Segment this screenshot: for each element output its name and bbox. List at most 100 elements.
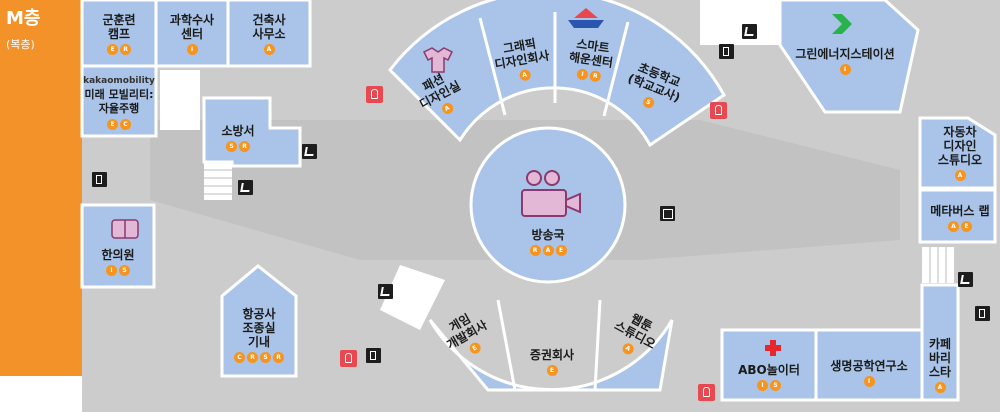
badge: A bbox=[542, 245, 554, 256]
badges: E bbox=[546, 365, 558, 376]
room-shape-cafe bbox=[920, 283, 960, 402]
badge: S bbox=[226, 141, 237, 152]
elevator-icon bbox=[660, 206, 675, 221]
fire-hydrant-icon bbox=[366, 86, 383, 103]
badge: A bbox=[439, 101, 455, 117]
fire-hydrant-icon bbox=[710, 102, 727, 119]
badge: S bbox=[119, 265, 130, 276]
emergency-exit-icon bbox=[719, 44, 734, 59]
badge: A bbox=[954, 170, 966, 181]
badge: I bbox=[839, 64, 851, 75]
room-label: 항공사 조종실 기내 bbox=[242, 307, 276, 349]
room-bio-research[interactable]: 생명공학연구소 I bbox=[816, 350, 922, 396]
room-architecture-office[interactable]: 건축사 사무소 A bbox=[228, 4, 310, 64]
room-shape-architecture bbox=[226, 0, 312, 68]
camera-icon bbox=[521, 170, 581, 217]
room-cafe-barista[interactable]: 카페 바리 스타 A bbox=[922, 330, 958, 400]
badges: A bbox=[439, 101, 455, 117]
badges: S bbox=[641, 95, 656, 110]
badge: R bbox=[247, 352, 258, 363]
room-graphic-design[interactable]: 그래픽 디자인회사 A bbox=[480, 24, 563, 96]
room-shape-clinic bbox=[80, 203, 156, 289]
badge: E bbox=[467, 340, 483, 356]
void-top-right bbox=[700, 0, 780, 45]
badges: I bbox=[839, 64, 851, 75]
badges: A bbox=[620, 341, 636, 357]
room-label: 생명공학연구소 bbox=[830, 359, 908, 373]
room-label: 메타버스 랩 bbox=[930, 204, 990, 218]
badge: S bbox=[260, 352, 271, 363]
badge: I bbox=[186, 44, 198, 55]
stairs-icon bbox=[302, 144, 317, 159]
room-shape-bio bbox=[814, 328, 924, 402]
floor-band bbox=[0, 0, 82, 376]
badge: R bbox=[589, 70, 602, 83]
room-label: 자동차 디자인 스튜디오 bbox=[937, 125, 983, 167]
badge: C bbox=[120, 119, 131, 130]
room-car-design[interactable]: 자동차 디자인 스튜디오 A bbox=[920, 120, 1000, 186]
room-label: 소방서 bbox=[221, 124, 255, 138]
room-label: 과학수사 센터 bbox=[169, 13, 215, 41]
void-left bbox=[160, 70, 200, 130]
room-label: 미래 모빌리티: 자율주행 bbox=[84, 88, 154, 115]
room-science-center[interactable]: 과학수사 센터 I bbox=[156, 4, 228, 64]
badge: I bbox=[863, 376, 875, 387]
stairs-icon bbox=[958, 272, 973, 287]
badges: E bbox=[467, 340, 483, 356]
badge: A bbox=[518, 68, 532, 82]
stairs-icon bbox=[238, 180, 253, 195]
badge: A bbox=[934, 382, 946, 393]
fire-hydrant-icon bbox=[340, 350, 357, 367]
room-green-energy[interactable]: 그린에너지스테이션 I bbox=[785, 36, 905, 86]
badge: E bbox=[107, 119, 118, 130]
room-label: 그린에너지스테이션 bbox=[795, 47, 895, 61]
room-shape-green bbox=[778, 0, 920, 114]
room-label: 군훈련 캠프 bbox=[102, 13, 136, 41]
ship-icon bbox=[568, 8, 604, 28]
badge: R bbox=[239, 141, 250, 152]
badge: E bbox=[961, 221, 972, 232]
room-label: 방송국 bbox=[531, 228, 565, 242]
fashion-shirt-icon bbox=[422, 47, 454, 73]
badge: S bbox=[641, 95, 656, 110]
room-shape-arc-top bbox=[388, 0, 726, 148]
room-shape-metaverse bbox=[918, 188, 997, 244]
badge: I bbox=[106, 265, 117, 276]
room-shape-mobility bbox=[80, 64, 158, 138]
badge: E bbox=[546, 365, 558, 376]
room-securities[interactable]: 증권회사 E bbox=[510, 340, 594, 384]
floor-subtitle: (복층) bbox=[6, 38, 35, 51]
room-shape-car bbox=[918, 116, 997, 190]
badge: R bbox=[529, 245, 541, 256]
stairs-icon bbox=[742, 24, 757, 39]
badges: A bbox=[934, 382, 946, 393]
badge: A bbox=[948, 221, 959, 232]
fire-hydrant-icon bbox=[698, 384, 715, 401]
badges: I bbox=[863, 376, 875, 387]
badge: I bbox=[757, 380, 768, 391]
room-label: 카페 바리 스타 bbox=[928, 337, 952, 379]
badge: I bbox=[576, 68, 589, 81]
room-label: 스마트 해운센터 bbox=[568, 36, 614, 71]
badges: A bbox=[518, 68, 532, 82]
room-label: 그래픽 디자인회사 bbox=[493, 36, 551, 72]
stairs-icon bbox=[378, 284, 393, 299]
badge: A bbox=[263, 44, 275, 55]
room-shape-abo bbox=[720, 328, 818, 402]
